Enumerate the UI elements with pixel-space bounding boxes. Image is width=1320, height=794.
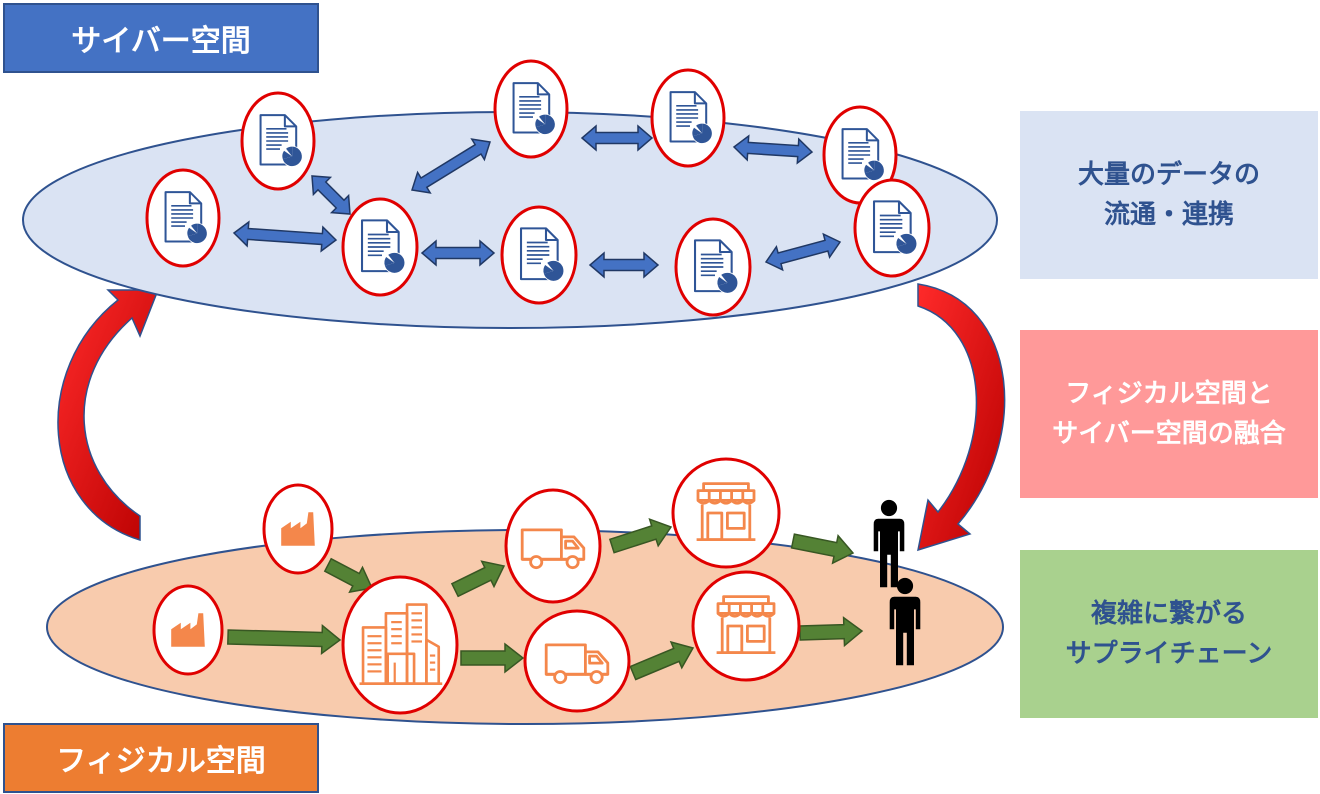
cyber-space-label: サイバー空間 [3,3,319,73]
data-exchange-arrow [764,232,842,272]
facility-node [523,609,631,713]
data-flow-line-1: 大量のデータの [1077,160,1260,190]
facility-node [341,575,459,715]
fusion-line-2: サイバー空間の融合 [1052,419,1286,449]
data-exchange-arrow [588,251,660,279]
data-exchange-arrow [311,175,351,215]
facility-node [504,488,602,604]
supply-flow-arrow [790,533,855,565]
supply-flow-arrow [608,517,673,554]
supply-flow-arrow [629,640,695,681]
physical-space-label: フィジカル空間 [3,723,319,793]
supply-flow-arrow [450,560,506,598]
supply-flow-arrow [799,616,864,648]
supply-flow-arrow [460,642,525,674]
data-exchange-arrow [732,134,814,165]
data-exchange-arrow [420,239,496,267]
cycle-arrow-left [57,289,160,542]
supply-chain-line-1: 複雑に繋がる [1090,599,1247,629]
physical-space-label-text: フィジカル空間 [56,744,266,779]
supply-flow-arrow [323,557,374,594]
supply-flow-arrow [227,623,342,656]
data-flow-line-2: 流通・連携 [1103,200,1234,230]
fusion-line-1: フィジカル空間と [1065,379,1273,409]
data-exchange-arrow [232,220,338,253]
supply-chain-line-2: サプライチェーン [1065,639,1273,669]
data-exchange-arrow [411,138,491,194]
supply-chain-box: 複雑に繋がる サプライチェーン [1020,550,1318,718]
cycle-arrow-right [917,283,1006,552]
fusion-box: フィジカル空間と サイバー空間の融合 [1020,330,1318,498]
data-exchange-arrow [580,124,654,152]
data-flow-box: 大量のデータの 流通・連携 [1020,111,1318,279]
cyber-space-label-text: サイバー空間 [71,24,251,59]
